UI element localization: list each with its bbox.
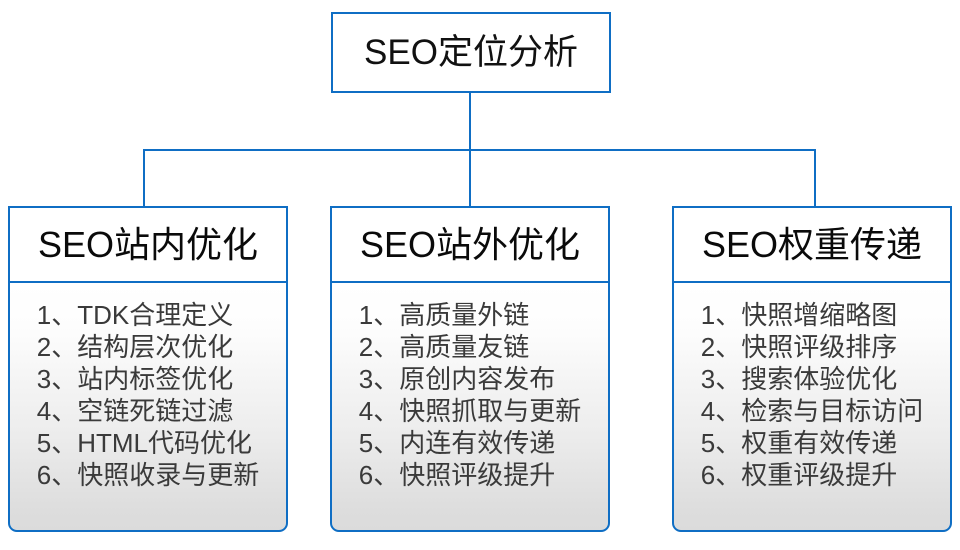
branch-title: SEO站内优化 bbox=[37, 223, 259, 265]
connector-drop-left bbox=[143, 149, 145, 207]
list-item: 3、搜索体验优化 bbox=[700, 364, 898, 394]
root-node-seo-positioning[interactable]: SEO定位分析 bbox=[331, 12, 611, 93]
list-item: 4、空链死链过滤 bbox=[36, 396, 234, 426]
list-item: 5、HTML代码优化 bbox=[36, 428, 253, 458]
list-item: 6、权重评级提升 bbox=[700, 460, 898, 490]
branch-header-offsite[interactable]: SEO站外优化 bbox=[330, 206, 610, 283]
connector-drop-center bbox=[469, 149, 471, 207]
list-item: 5、内连有效传递 bbox=[358, 428, 556, 458]
list-item: 5、权重有效传递 bbox=[700, 428, 898, 458]
list-item: 2、高质量友链 bbox=[358, 332, 530, 362]
list-item: 2、结构层次优化 bbox=[36, 332, 234, 362]
list-item: 3、站内标签优化 bbox=[36, 364, 234, 394]
branch-item-list: 1、高质量外链 2、高质量友链 3、原创内容发布 4、快照抓取与更新 5、内连有… bbox=[359, 299, 581, 491]
connector-root-stem bbox=[469, 93, 471, 151]
connector-bus bbox=[143, 149, 816, 151]
branch-item-list: 1、快照增缩略图 2、快照评级排序 3、搜索体验优化 4、检索与目标访问 5、权… bbox=[701, 299, 923, 491]
branch-body-onsite: 1、TDK合理定义 2、结构层次优化 3、站内标签优化 4、空链死链过滤 5、H… bbox=[8, 281, 288, 532]
list-item: 1、高质量外链 bbox=[358, 300, 530, 330]
branch-title: SEO站外优化 bbox=[359, 223, 581, 265]
list-item: 1、TDK合理定义 bbox=[36, 300, 234, 330]
branch-header-weight[interactable]: SEO权重传递 bbox=[672, 206, 952, 283]
list-item: 6、快照评级提升 bbox=[358, 460, 556, 490]
list-item: 6、快照收录与更新 bbox=[36, 460, 260, 490]
branch-title: SEO权重传递 bbox=[701, 223, 923, 265]
list-item: 1、快照增缩略图 bbox=[700, 300, 898, 330]
root-node-label: SEO定位分析 bbox=[364, 33, 578, 72]
list-item: 4、快照抓取与更新 bbox=[358, 396, 582, 426]
connector-drop-right bbox=[814, 149, 816, 207]
branch-offsite-optimization: SEO站外优化 1、高质量外链 2、高质量友链 3、原创内容发布 4、快照抓取与… bbox=[330, 206, 610, 532]
branch-weight-transfer: SEO权重传递 1、快照增缩略图 2、快照评级排序 3、搜索体验优化 4、检索与… bbox=[672, 206, 952, 532]
list-item: 4、检索与目标访问 bbox=[700, 396, 924, 426]
branch-body-weight: 1、快照增缩略图 2、快照评级排序 3、搜索体验优化 4、检索与目标访问 5、权… bbox=[672, 281, 952, 532]
list-item: 2、快照评级排序 bbox=[700, 332, 898, 362]
branch-body-offsite: 1、高质量外链 2、高质量友链 3、原创内容发布 4、快照抓取与更新 5、内连有… bbox=[330, 281, 610, 532]
branch-header-onsite[interactable]: SEO站内优化 bbox=[8, 206, 288, 283]
list-item: 3、原创内容发布 bbox=[358, 364, 556, 394]
branch-item-list: 1、TDK合理定义 2、结构层次优化 3、站内标签优化 4、空链死链过滤 5、H… bbox=[37, 299, 259, 491]
branch-onsite-optimization: SEO站内优化 1、TDK合理定义 2、结构层次优化 3、站内标签优化 4、空链… bbox=[8, 206, 288, 532]
